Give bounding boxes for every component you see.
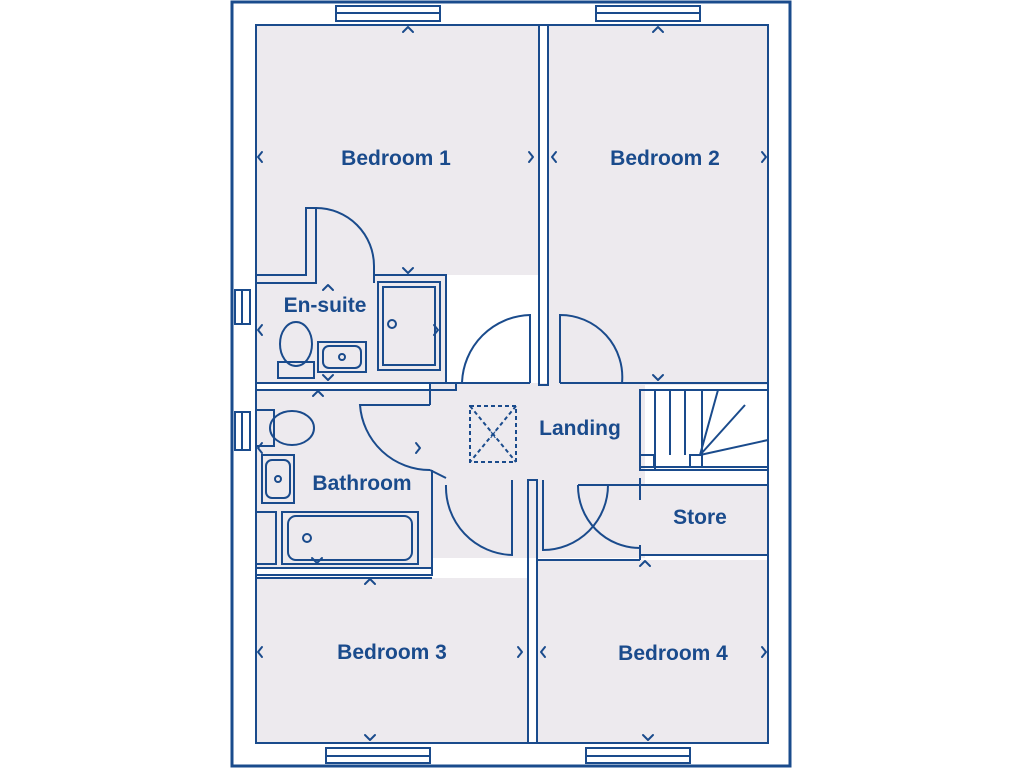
internal-walls bbox=[255, 24, 769, 744]
door-bathroom bbox=[358, 404, 431, 472]
floor-bedroom-3 bbox=[256, 578, 528, 743]
label-store: Store bbox=[673, 506, 727, 529]
floor-store bbox=[640, 485, 768, 555]
ensuite-shower bbox=[377, 281, 441, 371]
floor-fills bbox=[256, 25, 768, 743]
room-labels: Bedroom 1 Bedroom 2 En-suite Landing Bat… bbox=[284, 147, 729, 665]
bathroom-basin bbox=[261, 454, 295, 504]
door-store bbox=[576, 484, 641, 549]
loft-hatch: x bbox=[469, 405, 517, 463]
label-bedroom-2: Bedroom 2 bbox=[610, 147, 720, 170]
label-ensuite: En-suite bbox=[284, 294, 367, 317]
windows bbox=[234, 5, 701, 764]
door-bedroom-3 bbox=[444, 480, 513, 557]
label-bedroom-3: Bedroom 3 bbox=[337, 641, 447, 664]
bathroom-wc bbox=[255, 409, 275, 447]
door-bedroom-2 bbox=[559, 313, 624, 384]
label-landing: Landing bbox=[539, 417, 621, 440]
door-bedroom-1 bbox=[461, 313, 531, 384]
bath bbox=[281, 511, 419, 565]
door-ensuite bbox=[315, 207, 375, 283]
label-bedroom-1: Bedroom 1 bbox=[341, 147, 451, 170]
floor-bedroom-1 bbox=[256, 25, 539, 275]
floor-bedroom-2 bbox=[548, 25, 768, 385]
ensuite-wc bbox=[277, 361, 315, 379]
floor-bathroom bbox=[256, 390, 432, 568]
staircase bbox=[639, 389, 769, 470]
fixtures bbox=[255, 281, 441, 565]
ensuite-basin bbox=[317, 341, 367, 373]
door-bedroom-4 bbox=[542, 480, 609, 552]
doors bbox=[315, 207, 641, 557]
dimension-chevrons bbox=[257, 26, 767, 741]
floor-bedroom-4 bbox=[537, 560, 768, 743]
loft-hatch-mark: x bbox=[490, 427, 496, 441]
label-bedroom-4: Bedroom 4 bbox=[618, 642, 728, 665]
label-bathroom: Bathroom bbox=[312, 472, 411, 495]
